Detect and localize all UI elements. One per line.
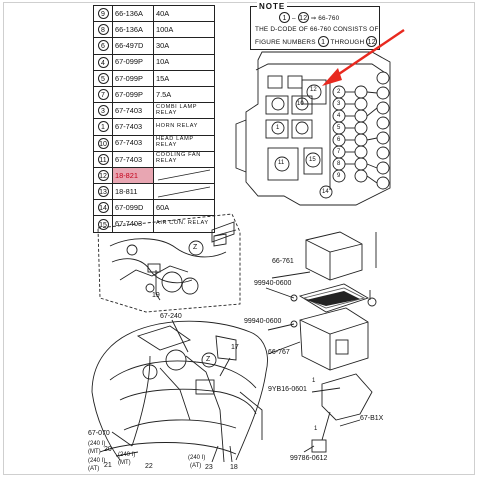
callout-23: 23 — [205, 464, 213, 471]
note-line-2: THE D-CODE OF 66-760 CONSISTS OF — [255, 26, 379, 33]
parts-row-number: 7 — [93, 85, 113, 104]
callout-18: 18 — [230, 464, 238, 471]
parts-row-description: AIR CON. RELAY — [153, 215, 215, 233]
relay-box-exploded — [290, 231, 377, 453]
note-through: THROUGH — [330, 39, 365, 46]
fuse-label-5: 5 — [337, 125, 341, 131]
note-box: NOTE 1 – 12 ⇒ 66-760 THE D-CODE OF 66-76… — [250, 2, 380, 50]
figure-number-circle: 8 — [97, 24, 109, 36]
callout-19: 19 — [152, 292, 160, 299]
trans-mt-1: (MT) — [88, 449, 101, 455]
note-circle-start: 1 — [279, 12, 290, 23]
trans-mt-2: (MT) — [118, 460, 131, 466]
parts-row-number: 12 — [93, 166, 113, 185]
parts-row-description — [153, 183, 215, 201]
region-240i-2: (240 I) — [88, 458, 106, 464]
fuse-label-8: 8 — [337, 161, 341, 167]
z-marker-top: Z — [193, 244, 198, 251]
part-9yb16-0601: 9YB16-0601 — [268, 386, 307, 393]
screenshot-frame — [3, 2, 475, 475]
note-line-3: FIGURE NUMBERS 1 THROUGH 12 — [255, 36, 378, 47]
part-99940-0600-b: 99940-0600 — [244, 318, 282, 325]
part-99940-0600-a: 99940-0600 — [254, 280, 292, 287]
parts-row-number: 4 — [93, 53, 113, 71]
fuse-label-2: 2 — [337, 89, 341, 95]
figure-number-circle: 6 — [97, 40, 109, 52]
empty-cell-slash — [157, 186, 211, 198]
figure-number-circle: 3 — [97, 105, 109, 117]
leader-lines — [111, 271, 361, 463]
figure-number-circle: 15 — [97, 218, 109, 230]
fuse-label-10: 10 — [297, 101, 304, 107]
note-circle-12: 12 — [366, 36, 378, 47]
part-67-070: 67-070 — [88, 430, 110, 437]
fuse-label-14: 14 — [322, 189, 329, 195]
figure-number-circle: 4 — [97, 56, 109, 68]
callout-1-a: 1 — [312, 378, 316, 384]
z-marker-mid: Z — [206, 356, 211, 363]
part-66-761: 66-761 — [272, 258, 294, 265]
engine-bay-sketch — [97, 213, 241, 313]
figure-number-circle: 13 — [97, 186, 109, 198]
region-240i-4: (240 I) — [188, 455, 206, 461]
figure-number-circle: 11 — [97, 153, 109, 165]
callout-20: 20 — [104, 446, 112, 453]
fuse-label-7: 7 — [337, 149, 341, 155]
parts-row-description: 10A — [153, 53, 215, 71]
figure-number-circle: 12 — [97, 169, 109, 181]
trans-at-1: (AT) — [88, 466, 100, 472]
note-dash: – — [291, 15, 296, 22]
figure-number-circle: 5 — [97, 72, 109, 84]
callout-22: 22 — [145, 463, 153, 470]
fuse-label-4: 4 — [337, 113, 341, 119]
parts-row-description — [153, 166, 215, 185]
region-240i-3: (240 I) — [118, 452, 136, 458]
red-arrow-annotation — [322, 29, 405, 86]
callout-17: 17 — [231, 344, 239, 351]
callout-21: 21 — [104, 462, 112, 469]
figure-number-circle: 14 — [97, 202, 109, 214]
part-99786-0612: 99786-0612 — [290, 455, 328, 462]
part-67-b1x: 67-B1X — [360, 415, 384, 422]
fuse-label-6: 6 — [337, 137, 341, 143]
car-body-sketch — [91, 320, 268, 463]
note-arrow-text: ⇒ 66-760 — [310, 15, 340, 22]
empty-cell-slash — [157, 170, 211, 181]
note-circle-end: 12 — [297, 12, 309, 23]
figure-number-circle: 7 — [97, 89, 109, 101]
fuse-label-15: 15 — [309, 157, 316, 163]
trans-at-2: (AT) — [190, 463, 202, 469]
note-figure-numbers: FIGURE NUMBERS — [255, 39, 316, 46]
figure-number-circle: 10 — [97, 137, 109, 149]
fuse-label-12: 12 — [310, 87, 317, 93]
note-line-1: 1 – 12 ⇒ 66-760 — [279, 12, 339, 23]
fuse-label-3: 3 — [337, 101, 341, 107]
part-67-240: 67-240 — [160, 313, 182, 320]
note-title: NOTE — [257, 2, 288, 11]
fuse-box-outline — [235, 51, 391, 206]
fuse-label-11: 11 — [278, 160, 285, 166]
callout-1-b: 1 — [314, 426, 318, 432]
fuse-label-1: 1 — [276, 125, 280, 131]
fuse-label-9: 9 — [337, 173, 341, 179]
note-circle-1: 1 — [317, 36, 329, 47]
parts-row-number: 13 — [93, 183, 113, 201]
part-66-767: 66-767 — [268, 349, 290, 356]
figure-number-circle: 1 — [97, 121, 109, 133]
figure-number-circle: 9 — [97, 8, 109, 20]
fuse-callouts — [271, 71, 390, 199]
region-240i-1: (240 I) — [88, 441, 106, 447]
